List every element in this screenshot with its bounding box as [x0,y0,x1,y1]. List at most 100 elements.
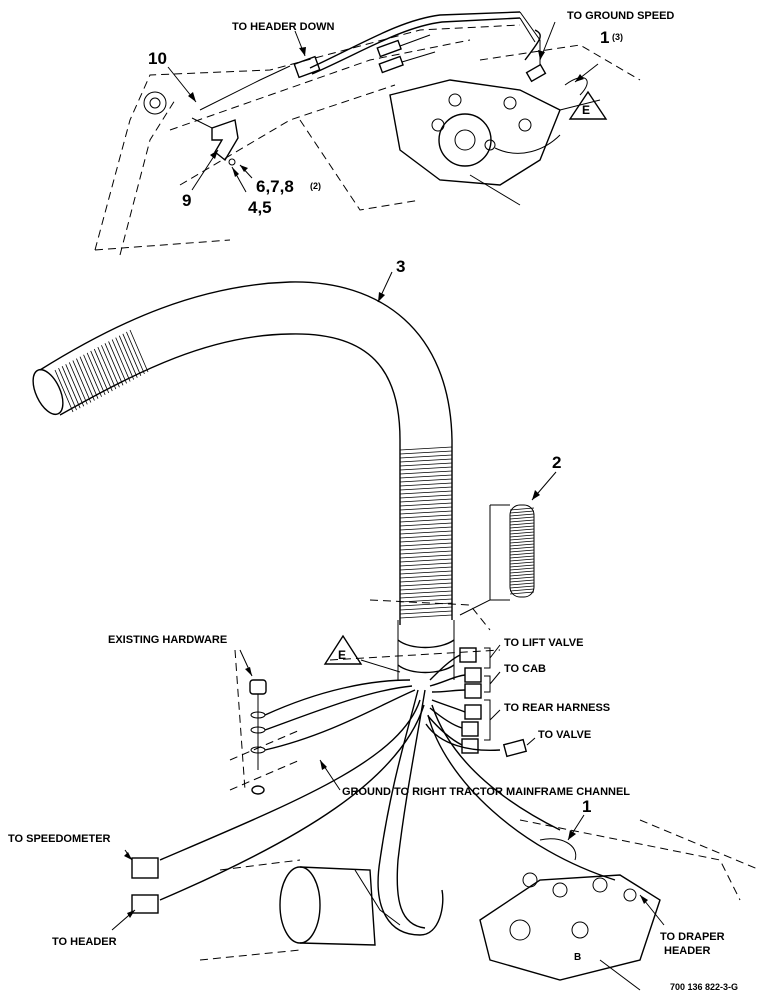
corrugation-ring [509,543,535,547]
corrugation-ring [509,516,535,520]
corrugation-ring [399,474,453,479]
corrugation-ring [399,562,453,567]
corrugation-ring [399,506,453,511]
callout-to-draper-line1: TO DRAPER [660,931,725,943]
corrugation-ring [93,348,113,392]
corrugation-ring [399,454,453,459]
corrugation-ring [399,530,453,535]
corrugation-ring [399,466,453,471]
corrugation-ring [122,333,142,376]
corrugation-ring [399,502,453,507]
corrugation-ring [101,345,120,388]
corrugation-ring [399,494,453,499]
corrugation-ring [115,337,135,380]
callout-ground-channel: GROUND TO RIGHT TRACTOR MAINFRAME CHANNE… [342,786,630,798]
corrugation-ring [111,339,131,382]
corrugation-ring [509,510,535,514]
corrugation-ring [79,356,99,399]
part-number-2: 2 [552,453,561,472]
view-label-b: B [574,952,581,963]
corrugation-ring [399,570,453,575]
corrugation-ring [118,335,138,378]
corrugation-ring [399,594,453,599]
part-number-9: 9 [182,191,191,210]
corrugation-ring [509,567,535,571]
corrugation-ring [509,537,535,541]
callout-to-ground-speed: TO GROUND SPEED [567,10,674,22]
part-number-3: 3 [396,257,405,276]
corrugation-ring [509,552,535,556]
corrugation-ring [108,341,127,384]
corrugation-ring [399,614,453,619]
corrugation-ring [399,602,453,607]
corrugation-ring [509,585,535,589]
corrugation-ring [399,566,453,571]
corrugation-ring [509,555,535,559]
corrugation-ring [399,542,453,547]
corrugation-ring [399,518,453,523]
corrugation-ring [509,519,535,523]
corrugation-ring [399,486,453,491]
corrugation-ring [61,366,81,409]
detail-marker-e-top: E [568,90,608,120]
corrugation-ring [399,558,453,563]
callout-to-header-down: TO HEADER DOWN [232,21,335,33]
corrugation-ring [399,526,453,531]
corrugation-ring [399,514,453,519]
corrugation-ring [399,470,453,475]
part-number-6-7-8: 6,7,8 [256,177,294,196]
marker-e-top-label: E [582,103,590,117]
corrugation-ring [509,573,535,577]
corrugation-ring [509,522,535,526]
corrugation-ring [399,446,453,451]
corrugation-ring [399,610,453,615]
corrugation-ring [509,540,535,544]
lower-motor-and-valve [199,814,761,991]
corrugation-ring [509,576,535,580]
corrugation-ring [90,350,110,394]
callout-to-valve: TO VALVE [538,729,591,741]
callout-to-speedometer: TO SPEEDOMETER [8,833,111,845]
callout-to-rear-harness: TO REAR HARNESS [504,702,610,714]
corrugation-ring [509,588,535,592]
part-number-1-bottom: 1 [582,797,591,816]
corrugation-ring [399,590,453,595]
corrugation-ring [54,369,74,413]
corrugation-ring [509,513,535,517]
part-number-1-top: 1 [600,28,609,47]
corrugation-ring [104,343,124,386]
callout-to-lift-valve: TO LIFT VALVE [504,637,583,649]
corrugation-ring [399,522,453,527]
corrugation-ring [129,329,149,373]
corrugation-ring [399,478,453,483]
part-number-10: 10 [148,49,167,68]
top-assembly-view [94,11,641,256]
corrugation-ring [509,507,535,511]
top-leader-lines [167,21,599,193]
callout-to-cab: TO CAB [504,663,546,675]
corrugation-ring [68,362,88,405]
corrugation-ring [509,582,535,586]
corrugation-ring [399,490,453,495]
corrugation-ring [76,358,95,401]
callout-to-header: TO HEADER [52,936,117,948]
conduit-corrugation-vertical [399,446,453,619]
flexible-conduit [32,281,501,680]
corrugation-ring [509,546,535,550]
corrugation-ring [399,450,453,455]
corrugation-ring [509,528,535,532]
detail-marker-e-mid: E [323,634,401,673]
part-qty-6-7-8: (2) [310,181,321,191]
corrugation-ring [126,331,145,375]
corrugation-ring [65,364,85,407]
spring-coils [509,507,535,595]
corrugation-ring [509,525,535,529]
corrugation-ring [399,462,453,467]
corrugation-ring [399,574,453,579]
callout-existing-hardware: EXISTING HARDWARE [108,634,227,646]
corrugation-ring [86,352,106,396]
corrugation-ring [399,578,453,583]
corrugation-ring [83,354,102,397]
corrugation-ring [399,586,453,591]
